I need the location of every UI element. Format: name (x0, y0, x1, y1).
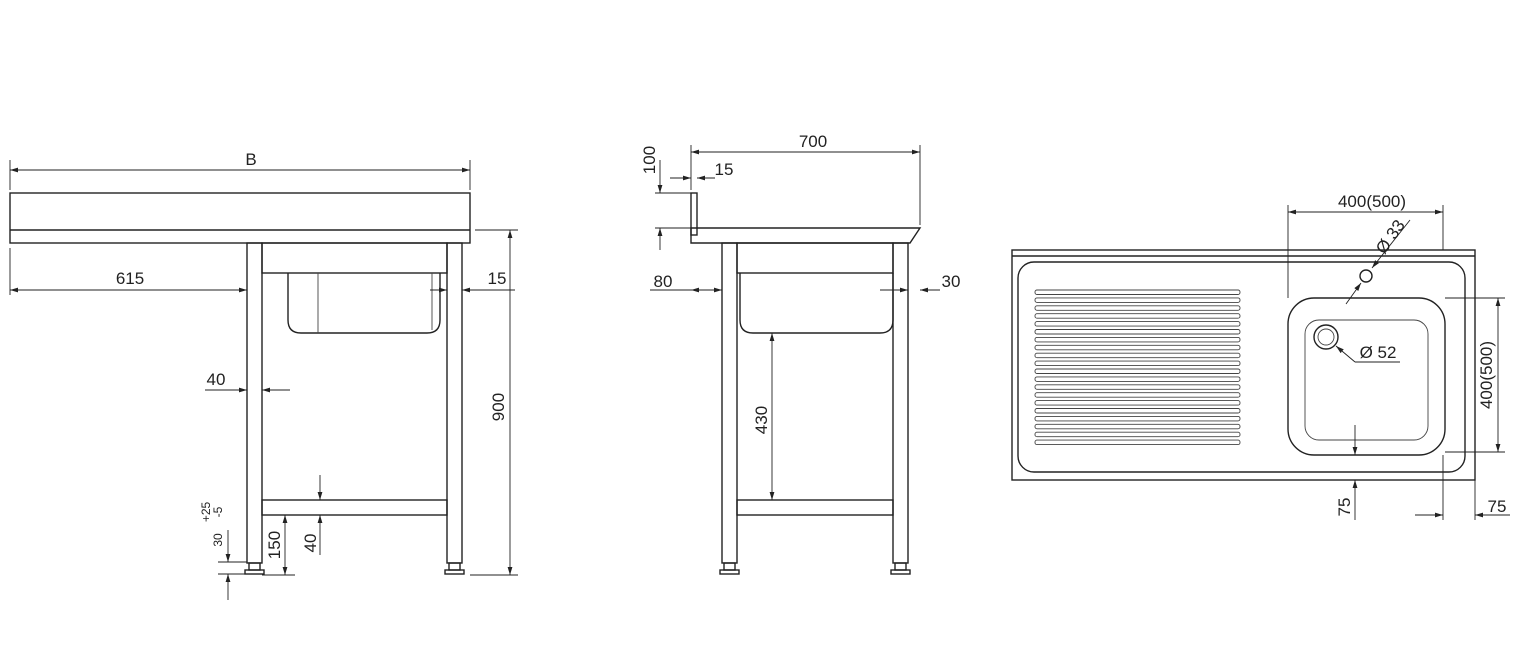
drainer-rib (1034, 423, 1241, 430)
dim-depth: 700 (799, 132, 827, 151)
drainer-rib (1034, 376, 1241, 382)
drainer-rib (1034, 305, 1241, 311)
drainer-rib (1034, 368, 1241, 374)
dim-tap-hole: Ø 33 (1372, 216, 1409, 257)
dim-upstand-thickness: 15 (715, 160, 734, 179)
drainer-rib (1034, 352, 1241, 359)
front-view: B 615 15 900 40 150 40 30 +25 -5 (9, 150, 518, 600)
drainer-rib (1034, 297, 1241, 303)
undershelf (261, 499, 448, 516)
drainer-rib (1034, 289, 1241, 295)
right-leg (446, 242, 463, 564)
drainer-rib (1034, 400, 1241, 406)
drainer-ribs (1034, 289, 1241, 446)
drainer-rib (1034, 336, 1241, 343)
top-view: 400(500) Ø 33 Ø 52 400(500) 75 75 (1011, 192, 1510, 520)
dim-foot-plus: +25 (199, 501, 213, 522)
bowl-top (1287, 297, 1446, 456)
drainer-rib (1034, 313, 1241, 319)
upstand (690, 192, 698, 236)
dim-width: B (245, 150, 256, 169)
drainer-rib (1034, 321, 1241, 327)
dim-shelf-thickness: 40 (301, 534, 320, 553)
drainer-rib (1034, 439, 1241, 446)
dim-foot-minus: -5 (211, 506, 225, 517)
drainer-rib (1034, 408, 1241, 414)
drainer-rib (1034, 329, 1241, 335)
dim-bowl-width: 400(500) (1338, 192, 1406, 211)
drainer-rib (1034, 415, 1241, 422)
dim-shelf-height: 150 (265, 531, 284, 559)
tap-hole (1359, 269, 1373, 283)
dim-drain: Ø 52 (1360, 343, 1397, 362)
dim-side-gap: 15 (488, 269, 507, 288)
side-view: 700 100 15 80 30 430 (640, 132, 961, 575)
dim-bowl-clearance: 430 (752, 406, 771, 434)
dim-bowl-depth: 400(500) (1477, 341, 1496, 409)
dim-bowl-side-margin: 75 (1488, 497, 1507, 516)
dim-bowl-front-margin: 75 (1335, 498, 1354, 517)
dim-back-offset: 30 (942, 272, 961, 291)
dim-leg: 40 (207, 370, 226, 389)
dim-front-offset: 80 (654, 272, 673, 291)
drainer-rib (1034, 360, 1241, 367)
drainer-rib (1034, 384, 1241, 390)
drainer-rib (1034, 344, 1241, 351)
bowl (287, 273, 441, 334)
dim-offset: 615 (116, 269, 144, 288)
dim-upstand-height: 100 (640, 146, 659, 174)
dim-foot-adjust: 30 (211, 533, 225, 547)
left-leg (246, 242, 263, 564)
drain-hole (1313, 324, 1339, 350)
drainer-rib (1034, 392, 1241, 398)
dim-height: 900 (489, 393, 508, 421)
drainer-rib (1034, 431, 1241, 438)
